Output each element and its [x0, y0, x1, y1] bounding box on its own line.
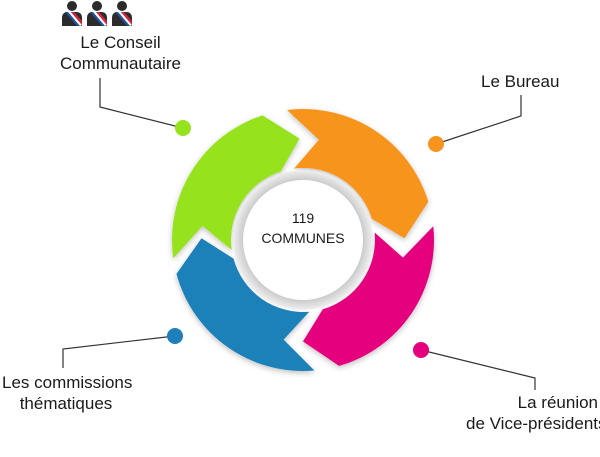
people-with-sash-icon — [62, 1, 132, 26]
label-commissions-line1: Les commissions — [2, 373, 133, 392]
label-commissions-line2: thématiques — [19, 394, 113, 413]
label-vice-presidents: La réunion de Vice-présidents — [466, 392, 600, 434]
dot-commissions — [167, 328, 183, 344]
person-head-icon — [117, 1, 127, 11]
segment-commissions — [176, 238, 315, 371]
label-vice-line1: La réunion — [517, 393, 598, 412]
person-head-icon — [67, 1, 77, 11]
person-icon — [62, 1, 82, 26]
dot-conseil — [175, 120, 191, 136]
segment-bureau — [287, 109, 429, 239]
label-commissions: Les commissions thématiques — [2, 372, 133, 414]
center-disc — [243, 180, 363, 300]
leader-lines — [62, 78, 536, 390]
segment-vice-presidents — [303, 226, 435, 366]
label-conseil-line2: Communautaire — [60, 54, 181, 73]
leader-line-commissions — [62, 335, 176, 368]
sash-blue-icon — [65, 12, 80, 26]
sash-white-icon — [93, 12, 107, 26]
commune-word: COMMUNES — [261, 230, 345, 246]
sash-blue-icon — [115, 12, 130, 26]
label-vice-line2: de Vice-présidents — [466, 414, 600, 433]
commune-count: 119 — [291, 210, 315, 226]
label-bureau-line1: Le Bureau — [481, 72, 560, 91]
center-label: 119 COMMUNES — [250, 208, 356, 248]
sash-red-icon — [96, 12, 107, 25]
sash-red-icon — [121, 12, 132, 25]
sash-white-icon — [68, 12, 82, 26]
leader-line-bureau — [435, 95, 522, 145]
sash-red-icon — [71, 12, 82, 25]
sash-white-icon — [118, 12, 132, 26]
label-conseil: Le Conseil Communautaire — [60, 32, 181, 74]
person-icon — [112, 1, 132, 26]
dot-bureau — [428, 136, 444, 152]
label-conseil-line1: Le Conseil — [80, 33, 161, 52]
label-bureau: Le Bureau — [481, 71, 559, 92]
sash-blue-icon — [90, 12, 105, 26]
leader-line-conseil — [99, 78, 184, 129]
segment-conseil — [172, 115, 300, 259]
dot-vice-presidents — [413, 342, 429, 358]
cycle-segments — [172, 109, 435, 371]
person-icon — [87, 1, 107, 26]
person-head-icon — [92, 1, 102, 11]
leader-line-vice-presidents — [420, 349, 536, 390]
